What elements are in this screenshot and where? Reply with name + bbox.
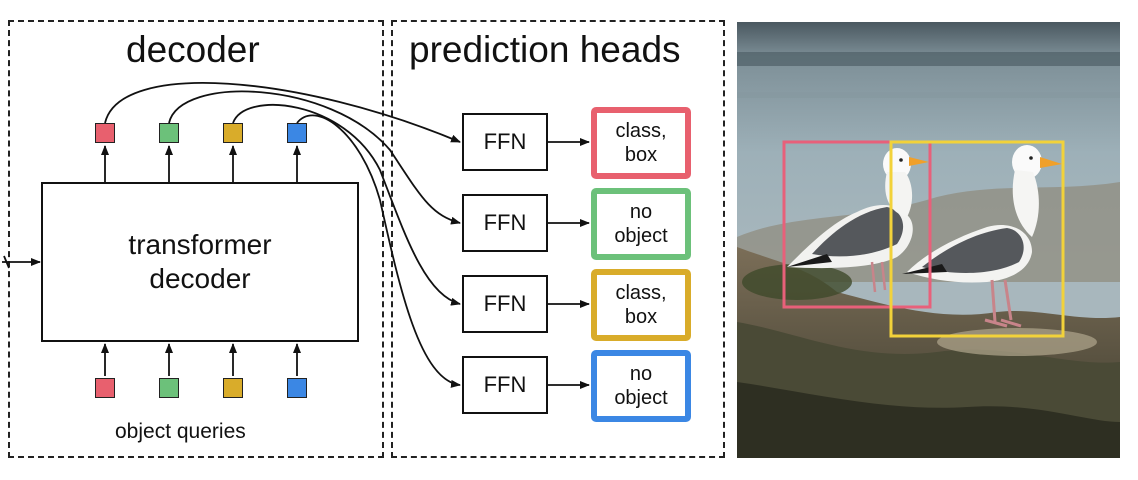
object-query-2 <box>159 378 179 398</box>
bounding-box-1 <box>782 140 932 309</box>
output-box-4: no object <box>591 350 691 422</box>
output-embedding-3 <box>223 123 243 143</box>
ffn-block-4: FFN <box>462 356 548 414</box>
output-2-line2: object <box>614 225 668 247</box>
object-query-1 <box>95 378 115 398</box>
output-embedding-2 <box>159 123 179 143</box>
prediction-heads-panel <box>391 20 725 458</box>
decoder-panel <box>8 20 384 458</box>
bounding-box-2 <box>889 140 1065 338</box>
input-arrow-tick <box>3 255 10 269</box>
ffn-block-2: FFN <box>462 194 548 252</box>
transformer-decoder-block: transformer decoder <box>41 182 359 342</box>
object-query-3 <box>223 378 243 398</box>
output-4-line2: object <box>614 387 668 409</box>
object-queries-label: object queries <box>115 420 246 443</box>
curve-arrow-3 <box>232 104 461 306</box>
curve-arrow-4 <box>296 114 461 388</box>
ffn-block-3: FFN <box>462 275 548 333</box>
decoder-title: decoder <box>126 29 260 70</box>
output-3-line2: box <box>624 306 658 328</box>
output-1-line1: class, <box>615 120 667 142</box>
output-1-line2: box <box>624 144 658 166</box>
transformer-label-line2: decoder <box>149 263 251 294</box>
object-query-4 <box>287 378 307 398</box>
ffn-block-1: FFN <box>462 113 548 171</box>
curve-arrow-2 <box>168 90 461 225</box>
output-embedding-4 <box>287 123 307 143</box>
prediction-heads-title: prediction heads <box>409 29 681 70</box>
output-3-line1: class, <box>615 282 667 304</box>
seagulls-photo <box>737 22 1120 458</box>
output-2-line1: no <box>629 201 653 223</box>
output-box-2: no object <box>591 188 691 260</box>
curve-arrow-1 <box>104 82 461 143</box>
output-4-line1: no <box>629 363 653 385</box>
seagull-2 <box>902 145 1062 328</box>
output-embedding-1 <box>95 123 115 143</box>
output-box-3: class, box <box>591 269 691 341</box>
transformer-label-line1: transformer <box>128 229 272 260</box>
output-box-1: class, box <box>591 107 691 179</box>
